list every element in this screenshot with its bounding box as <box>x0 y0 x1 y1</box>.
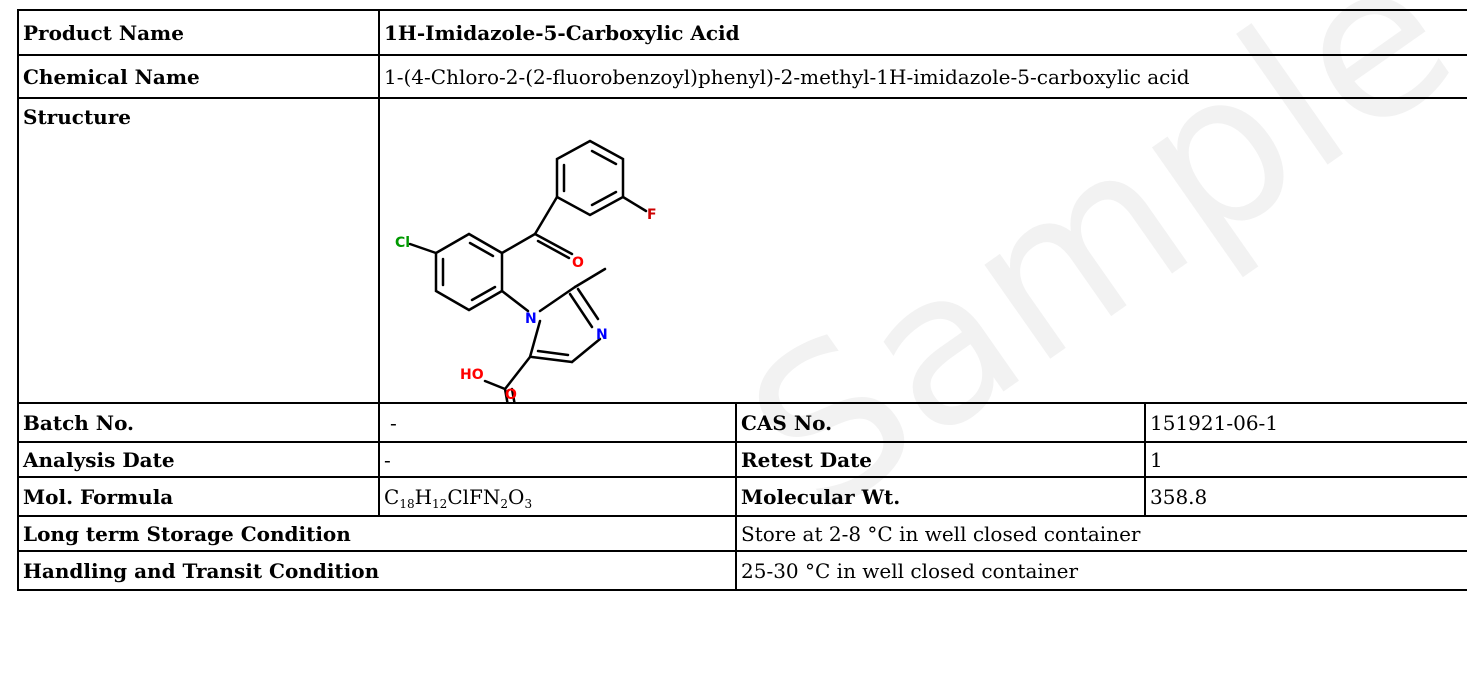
mol-formula-label: Mol. Formula <box>17 476 380 517</box>
long-term-storage-value: Store at 2-8 °C in well closed container <box>734 515 1467 552</box>
formula-count-c: 18 <box>399 496 415 511</box>
nitrogen-3-label: N <box>596 327 608 343</box>
formula-element-clfn: ClFN <box>447 484 501 509</box>
nitrogen-1-label: N <box>525 311 537 327</box>
retest-date-label: Retest Date <box>735 441 1146 478</box>
chemical-name-value: 1-(4-Chloro-2-(2-fluorobenzoyl)phenyl)-2… <box>377 54 1467 99</box>
retest-date-value: 1 <box>1143 441 1467 478</box>
chemical-name-label: Chemical Name <box>17 54 380 99</box>
formula-count-o: 3 <box>524 496 533 511</box>
mol-formula-value: C18H12ClFN2O3 <box>378 476 737 517</box>
molecular-wt-label: Molecular Wt. <box>735 476 1146 517</box>
hydroxyl-label: HO <box>460 367 484 383</box>
molecular-wt-value: 358.8 <box>1143 476 1467 517</box>
batch-no-label: Batch No. <box>17 402 380 443</box>
formula-element-h: H <box>414 484 433 509</box>
coa-table: Product Name 1H-Imidazole-5-Carboxylic A… <box>17 9 1467 591</box>
chemical-structure-drawing: Cl F O N N HO O <box>395 139 657 402</box>
row-dates: Analysis Date - Retest Date 1 <box>17 441 1467 478</box>
cas-no-label: CAS No. <box>735 402 1146 443</box>
row-structure: Structure <box>17 97 1467 404</box>
acid-oxygen-label: O <box>505 387 517 402</box>
batch-no-value: - <box>378 402 737 443</box>
formula-element-c: C <box>384 484 400 509</box>
product-name-value: 1H-Imidazole-5-Carboxylic Acid <box>377 9 1467 56</box>
analysis-date-value: - <box>378 441 737 478</box>
row-handling-transit: Handling and Transit Condition 25-30 °C … <box>17 550 1467 591</box>
row-batch-cas: Batch No. - CAS No. 151921-06-1 <box>17 402 1467 443</box>
formula-count-h: 12 <box>432 496 448 511</box>
ketone-oxygen-label: O <box>572 255 584 271</box>
row-long-term-storage: Long term Storage Condition Store at 2-8… <box>17 515 1467 552</box>
analysis-date-label: Analysis Date <box>17 441 380 478</box>
long-term-storage-label: Long term Storage Condition <box>17 515 737 552</box>
formula-count-n: 2 <box>500 496 509 511</box>
formula-element-o: O <box>508 484 525 509</box>
cas-no-value: 151921-06-1 <box>1143 402 1467 443</box>
handling-transit-value: 25-30 °C in well closed container <box>734 550 1467 591</box>
chlorine-atom-label: Cl <box>395 235 410 251</box>
row-product-name: Product Name 1H-Imidazole-5-Carboxylic A… <box>17 9 1467 56</box>
product-name-label: Product Name <box>17 9 380 56</box>
handling-transit-label: Handling and Transit Condition <box>17 550 737 591</box>
structure-label: Structure <box>23 105 131 129</box>
fluorine-atom-label: F <box>647 207 657 223</box>
row-formula-weight: Mol. Formula C18H12ClFN2O3 Molecular Wt.… <box>17 476 1467 517</box>
row-chemical-name: Chemical Name 1-(4-Chloro-2-(2-fluoroben… <box>17 54 1467 99</box>
structure-label-cell: Structure <box>17 97 380 404</box>
structure-image-cell: Cl F O N N HO O <box>377 97 1467 404</box>
